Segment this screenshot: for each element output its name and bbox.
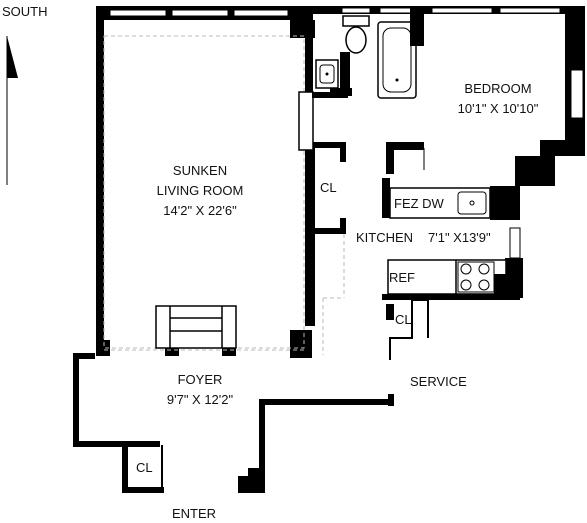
room-labels: SUNKEN LIVING ROOM 14'2" X 22'6" BEDROOM… — [136, 81, 539, 521]
service-label: SERVICE — [410, 374, 467, 389]
kitchen-sink-icon — [457, 191, 487, 215]
living-room-walls — [96, 6, 315, 358]
bedroom-name: BEDROOM — [464, 81, 531, 96]
stove-icon — [457, 261, 495, 293]
window — [109, 9, 167, 17]
foyer-size: 9'7" X 12'2" — [167, 392, 234, 407]
living-room-name-2: LIVING ROOM — [157, 183, 244, 198]
kitchen-size: 7'1" X13'9" — [428, 230, 491, 245]
living-room-size: 14'2" X 22'6" — [163, 203, 237, 218]
closet-label: CL — [320, 180, 337, 195]
service-closet-label: CL — [395, 312, 412, 327]
fez-dw-label: FEZ DW — [394, 196, 445, 211]
bedroom-walls — [386, 6, 585, 186]
steps — [155, 305, 237, 349]
window — [233, 9, 289, 17]
kitchen-name: KITCHEN — [356, 230, 413, 245]
enter-label: ENTER — [172, 506, 216, 521]
ref-label: REF — [389, 270, 415, 285]
window — [171, 9, 229, 17]
compass-label: SOUTH — [2, 4, 48, 19]
foyer-walls — [73, 353, 394, 493]
compass-arrow-icon — [7, 36, 18, 78]
foyer-closet-label: CL — [136, 460, 153, 475]
sink-icon — [315, 59, 339, 89]
toilet-icon — [342, 15, 370, 54]
bedroom-size: 10'1" X 10'10" — [458, 101, 539, 116]
foyer-name: FOYER — [178, 372, 223, 387]
compass: SOUTH — [2, 4, 48, 185]
living-room-name-1: SUNKEN — [173, 163, 227, 178]
bathroom — [312, 6, 422, 99]
kitchen-walls — [313, 142, 523, 360]
